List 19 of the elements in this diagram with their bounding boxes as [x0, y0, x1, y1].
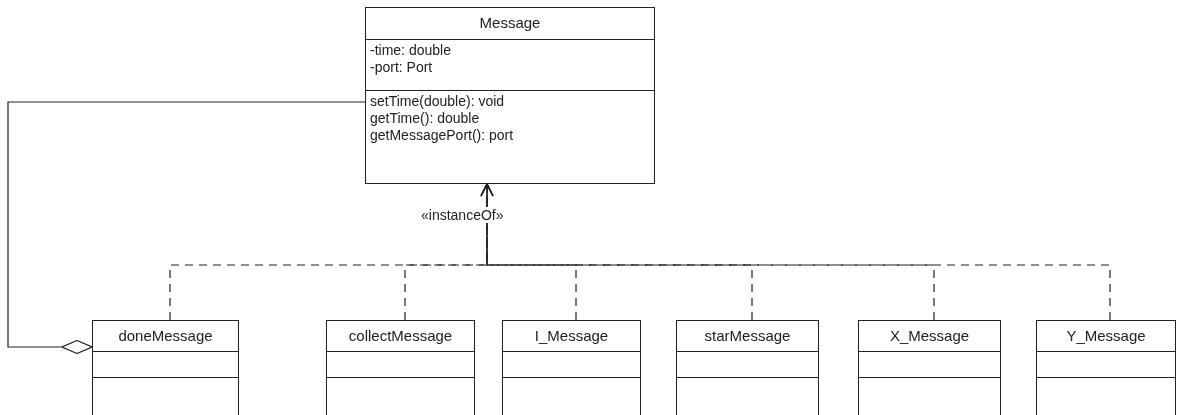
- class-box: [326, 320, 475, 415]
- class-box: [92, 320, 239, 415]
- dependency-arrow: [480, 183, 1111, 321]
- edge-label: «instanceOf»: [420, 207, 505, 223]
- class-box: [858, 320, 1001, 415]
- class-name: starMessage: [704, 327, 791, 344]
- class-name: I_Message: [534, 327, 609, 344]
- class-box: [502, 320, 641, 415]
- class-name: doneMessage: [118, 327, 213, 344]
- class-name: Message: [479, 14, 541, 31]
- class-name: collectMessage: [348, 327, 453, 344]
- aggregation-line: [7, 101, 366, 355]
- class-name: Y_Message: [1066, 327, 1146, 344]
- class-name: X_Message: [889, 327, 970, 344]
- class-box: [365, 7, 655, 184]
- class-box: [676, 320, 819, 415]
- attribute-list: -time: double -port: Port: [370, 42, 455, 76]
- class-box: [1036, 320, 1176, 415]
- method-list: setTime(double): void getTime(): double getMessagePort(): port: [370, 93, 570, 144]
